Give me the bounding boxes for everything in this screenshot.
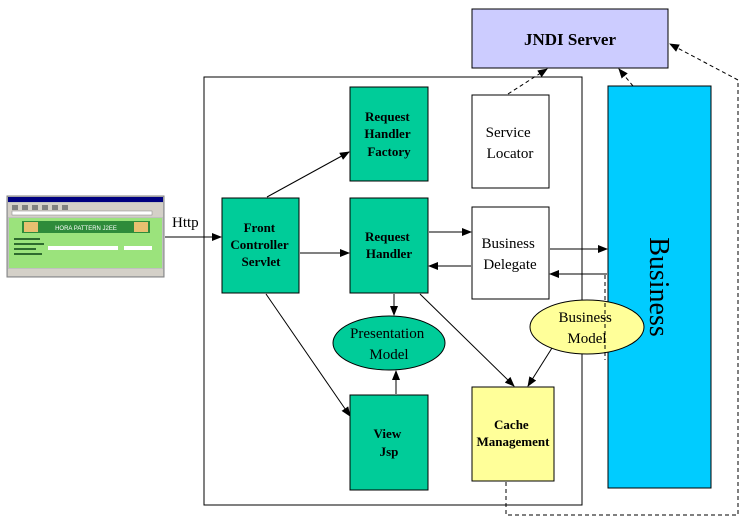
cache-management-label: Cache Management: [477, 417, 551, 449]
connectors: [165, 151, 608, 417]
business-model-ellipse: [529, 299, 645, 355]
cache-management-box: [471, 386, 555, 482]
presentation-model-label: Presentation Model: [350, 326, 428, 363]
browser-page-lines: [14, 238, 152, 255]
browser-banner-text: HORA PATTERN J2EE: [55, 226, 117, 232]
arrow-business-to-jndi: [618, 68, 634, 87]
arrow-service-locator-to-jndi: [507, 68, 548, 95]
browser-screenshot-thumbnail: HORA PATTERN J2EE: [6, 195, 165, 278]
arrow-cache-to-jndi: [505, 43, 739, 516]
arrow-front-controller-to-factory: [266, 151, 350, 198]
dashed-connectors: [505, 43, 739, 516]
front-controller-box: [221, 197, 300, 294]
arrow-front-controller-to-view: [265, 293, 351, 417]
business-delegate-box: [471, 206, 550, 300]
browser-toolbar-icons: [11, 205, 153, 216]
request-handler-factory-label: Request Handler Factory: [364, 109, 413, 159]
presentation-model-ellipse: [332, 315, 446, 371]
jndi-server-box: [471, 8, 669, 69]
request-handler-label: Request Handler: [365, 229, 413, 261]
front-controller-label: Front Controller Servlet: [230, 220, 291, 269]
service-locator-label: Service Locator: [486, 125, 535, 162]
business-delegate-label: Business Delegate: [481, 236, 538, 273]
request-handler-factory-box: [349, 86, 429, 182]
jndi-server-label: JNDI Server: [524, 30, 617, 49]
view-jsp-box: [349, 394, 429, 491]
service-locator-box: [471, 94, 550, 189]
business-label: Business: [643, 237, 674, 337]
arrow-handler-to-cache: [419, 293, 515, 387]
business-box: [607, 85, 712, 489]
request-handler-box: [349, 197, 429, 294]
web-tier-container: [203, 76, 583, 506]
business-model-label: Business Model: [558, 310, 615, 347]
view-jsp-label: View Jsp: [374, 426, 405, 459]
arrow-business-model-to-cache: [527, 347, 553, 387]
http-label: Http: [172, 215, 199, 231]
